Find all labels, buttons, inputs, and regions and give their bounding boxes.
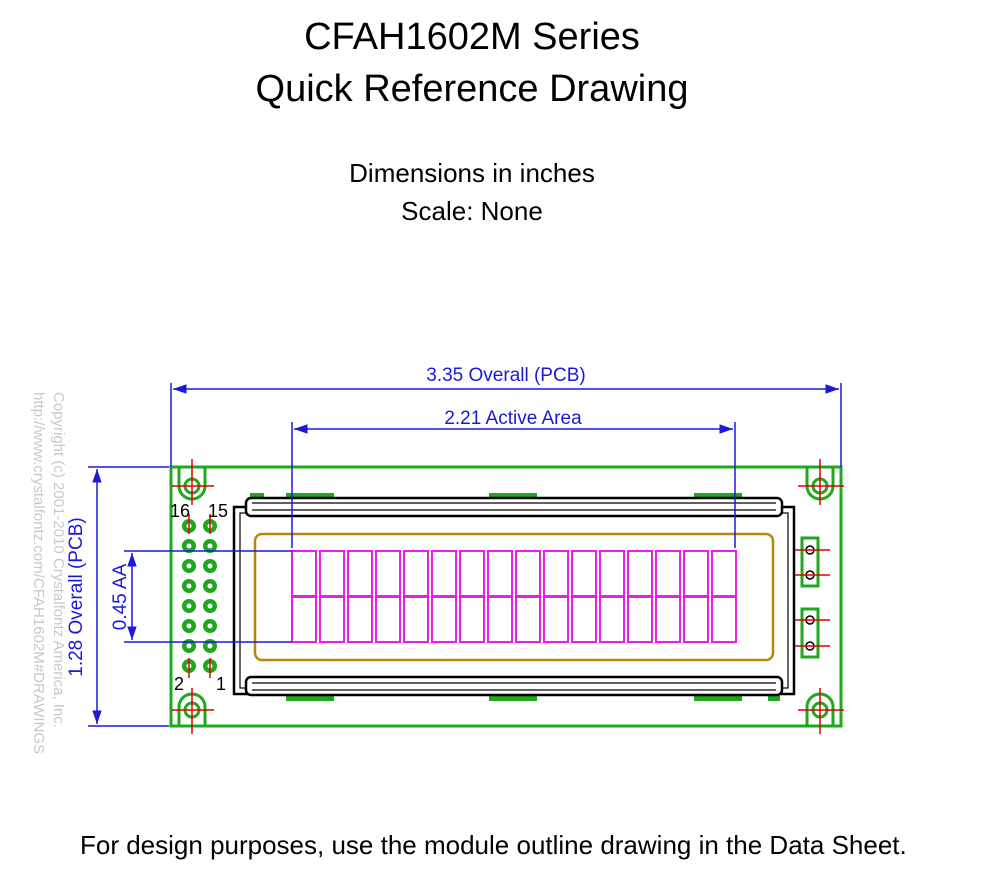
header-pin-hole: [207, 543, 213, 549]
character-cell: [543, 596, 569, 643]
copyright-line: Copyright (c) 2001-2010 Crystalfontz Ame…: [50, 392, 67, 728]
character-grid: [291, 550, 737, 643]
character-cell: [291, 550, 317, 597]
character-cell: [347, 550, 373, 597]
title-line-1: CFAH1602M Series: [304, 16, 640, 58]
overall-height-label: 1.28 Overall (PCB): [66, 517, 87, 676]
character-cell: [347, 596, 373, 643]
character-cell: [543, 550, 569, 597]
character-cell: [319, 596, 345, 643]
character-cell: [599, 550, 625, 597]
active-width-dimension: [291, 422, 736, 548]
mounting-hole-bottom-left: [172, 688, 214, 734]
pin-label-15: 15: [208, 501, 228, 521]
header-pin-hole: [207, 623, 213, 629]
character-cell: [599, 596, 625, 643]
character-cell: [655, 550, 681, 597]
header-pin-hole: [186, 563, 192, 569]
character-cell: [375, 596, 401, 643]
character-cell: [431, 596, 457, 643]
pin-label-16: 16: [170, 501, 190, 521]
lcd-bezel: [232, 496, 796, 697]
copyright-notice: Copyright (c) 2001-2010 Crystalfontz Ame…: [28, 392, 68, 754]
character-cell: [627, 550, 653, 597]
active-height-label: 0.45 AA: [110, 563, 131, 630]
header-pin-hole: [207, 603, 213, 609]
character-cell: [711, 550, 737, 597]
character-cell: [655, 596, 681, 643]
character-cell: [459, 596, 485, 643]
character-cell: [487, 550, 513, 597]
character-cell: [627, 596, 653, 643]
active-width-label: 2.21 Active Area: [444, 408, 582, 429]
character-cell: [403, 596, 429, 643]
header-pin-hole: [186, 603, 192, 609]
character-cell: [571, 550, 597, 597]
header-pin-hole: [207, 563, 213, 569]
character-cell: [683, 550, 709, 597]
title-line-2: Quick Reference Drawing: [255, 68, 689, 110]
pcb-outline: [169, 465, 843, 728]
character-cell: [319, 550, 345, 597]
header-pin-hole: [186, 543, 192, 549]
character-cell: [431, 550, 457, 597]
header-pin-hole: [186, 583, 192, 589]
footer-note: For design purposes, use the module outl…: [80, 830, 907, 860]
pin-label-1: 1: [216, 674, 226, 694]
mounting-hole-top-left: [172, 459, 214, 505]
overall-width-dimension: [170, 383, 842, 467]
header-pin-hole: [186, 643, 192, 649]
character-cell: [515, 550, 541, 597]
header-pin-hole: [207, 583, 213, 589]
copyright-url: http://www.crystalfontz.com/CFAH1602M#DR…: [30, 392, 47, 755]
backlight-pads: [795, 536, 830, 659]
character-cell: [683, 596, 709, 643]
scale-note: Scale: None: [401, 196, 543, 226]
units-note: Dimensions in inches: [349, 158, 595, 188]
overall-height-dimension: [88, 466, 169, 727]
character-cell: [711, 596, 737, 643]
header-pins: [182, 514, 217, 678]
active-height-dimension: [124, 550, 292, 643]
bezel-tabs: [250, 493, 780, 701]
character-cell: [459, 550, 485, 597]
overall-width-label: 3.35 Overall (PCB): [426, 365, 585, 386]
mounting-hole-top-right: [798, 459, 844, 505]
character-cell: [375, 550, 401, 597]
character-cell: [515, 596, 541, 643]
viewing-area: [253, 532, 775, 662]
mounting-hole-bottom-right: [798, 688, 844, 734]
character-cell: [571, 596, 597, 643]
header-pin-hole: [207, 643, 213, 649]
character-cell: [487, 596, 513, 643]
character-cell: [403, 550, 429, 597]
header-pin-hole: [186, 623, 192, 629]
pin-label-2: 2: [174, 674, 184, 694]
character-cell: [291, 596, 317, 643]
